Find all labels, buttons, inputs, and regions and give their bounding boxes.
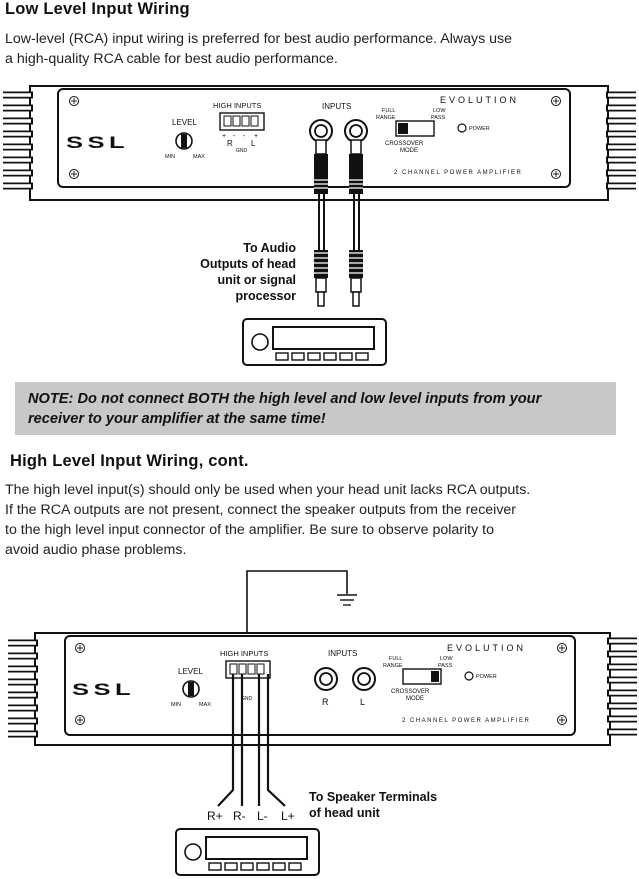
- speaker-destination-label: To Speaker Terminals of head unit: [309, 790, 437, 820]
- svg-text:RANGE: RANGE: [376, 115, 396, 121]
- svg-text:FULL: FULL: [389, 656, 402, 662]
- high-inputs-label: HIGH INPUTS: [213, 101, 261, 110]
- model-label: EVOLUTION: [447, 643, 526, 653]
- power-led: [464, 671, 474, 681]
- svg-text:MIN: MIN: [171, 702, 181, 708]
- svg-text:To Audio: To Audio: [243, 241, 296, 255]
- section-body-line: a high-quality RCA cable for best audio …: [5, 51, 338, 67]
- svg-text:PASS: PASS: [438, 663, 453, 669]
- section-body-line: The high level input(s) should only be u…: [5, 482, 531, 498]
- svg-text:-: -: [233, 133, 236, 140]
- svg-text:L: L: [360, 697, 365, 707]
- svg-text:MODE: MODE: [400, 148, 418, 154]
- svg-text:GND: GND: [241, 696, 253, 702]
- head-unit-1: [242, 318, 387, 366]
- svg-text:LEVEL: LEVEL: [178, 667, 203, 676]
- rca-destination-label: To Audio Outputs of head unit or signal …: [200, 241, 296, 303]
- svg-text:of head unit: of head unit: [309, 806, 381, 820]
- svg-text:INPUTS: INPUTS: [328, 649, 357, 658]
- section-title-high-level: High Level Input Wiring, cont.: [10, 452, 249, 470]
- svg-text:+: +: [254, 133, 258, 140]
- wire-label: R+: [207, 809, 223, 823]
- amp-subtitle: 2 CHANNEL POWER AMPLIFIER: [402, 718, 530, 724]
- svg-text:processor: processor: [236, 289, 297, 303]
- amp-subtitle: 2 CHANNEL POWER AMPLIFIER: [394, 170, 522, 176]
- svg-text:-: -: [243, 133, 246, 140]
- section-body-line: to the high level input connector of the…: [5, 522, 494, 538]
- svg-text:L: L: [251, 139, 256, 148]
- max-label: MAX: [193, 154, 205, 160]
- wire-label: L-: [257, 809, 268, 823]
- svg-text:Outputs of head: Outputs of head: [200, 257, 296, 271]
- brand-logo: SSL: [72, 679, 135, 699]
- wire-label: R-: [233, 809, 246, 823]
- svg-text:LOW: LOW: [433, 108, 446, 114]
- speaker-wires: [217, 674, 286, 807]
- svg-text:PASS: PASS: [431, 115, 446, 121]
- section-title-low-level: Low Level Input Wiring: [5, 0, 190, 18]
- section-body-line: avoid audio phase problems.: [5, 542, 187, 558]
- min-label: MIN: [165, 154, 175, 160]
- note-text: NOTE: Do not connect BOTH the high level…: [28, 389, 613, 429]
- svg-text:MAX: MAX: [199, 702, 211, 708]
- amplifier-1: SSL LEVEL MIN MAX HIGH INPUTS + - - + R …: [3, 85, 636, 201]
- ground-wire: [246, 570, 357, 665]
- svg-text:RANGE: RANGE: [383, 663, 403, 669]
- svg-text:+: +: [222, 133, 226, 140]
- power-led: [457, 123, 467, 133]
- level-label: LEVEL: [172, 118, 197, 127]
- inputs-label: INPUTS: [322, 102, 351, 111]
- svg-text:CROSSOVER: CROSSOVER: [385, 141, 424, 147]
- svg-text:To Speaker Terminals: To Speaker Terminals: [309, 790, 437, 804]
- section-body-line: Low-level (RCA) input wiring is preferre…: [5, 31, 513, 47]
- svg-text:POWER: POWER: [469, 126, 490, 132]
- svg-text:CROSSOVER: CROSSOVER: [391, 689, 430, 695]
- brand-logo: SSL: [66, 132, 129, 152]
- svg-text:MODE: MODE: [406, 696, 424, 702]
- section-body-line: If the RCA outputs are not present, conn…: [5, 502, 517, 518]
- wire-label: L+: [281, 809, 295, 823]
- note-box: NOTE: Do not connect BOTH the high level…: [15, 382, 616, 435]
- rca-cables: [313, 139, 364, 307]
- svg-text:R: R: [227, 139, 233, 148]
- amplifier-2: SSL LEVEL MIN MAX HIGH INPUTS GND INPUTS…: [8, 632, 637, 746]
- svg-text:LOW: LOW: [440, 656, 453, 662]
- svg-text:FULL: FULL: [382, 108, 395, 114]
- svg-text:POWER: POWER: [476, 674, 497, 680]
- note-line: NOTE: Do not connect BOTH the high level…: [28, 391, 542, 407]
- wire-polarity-labels: R+ R- L- L+: [207, 809, 295, 823]
- svg-text:unit or signal: unit or signal: [218, 273, 296, 287]
- svg-text:R: R: [322, 697, 329, 707]
- svg-text:GND: GND: [236, 148, 248, 154]
- high-inputs-label: HIGH INPUTS: [220, 649, 268, 658]
- head-unit-2: [175, 828, 320, 876]
- model-label: EVOLUTION: [440, 95, 519, 105]
- note-line: receiver to your amplifier at the same t…: [28, 411, 326, 427]
